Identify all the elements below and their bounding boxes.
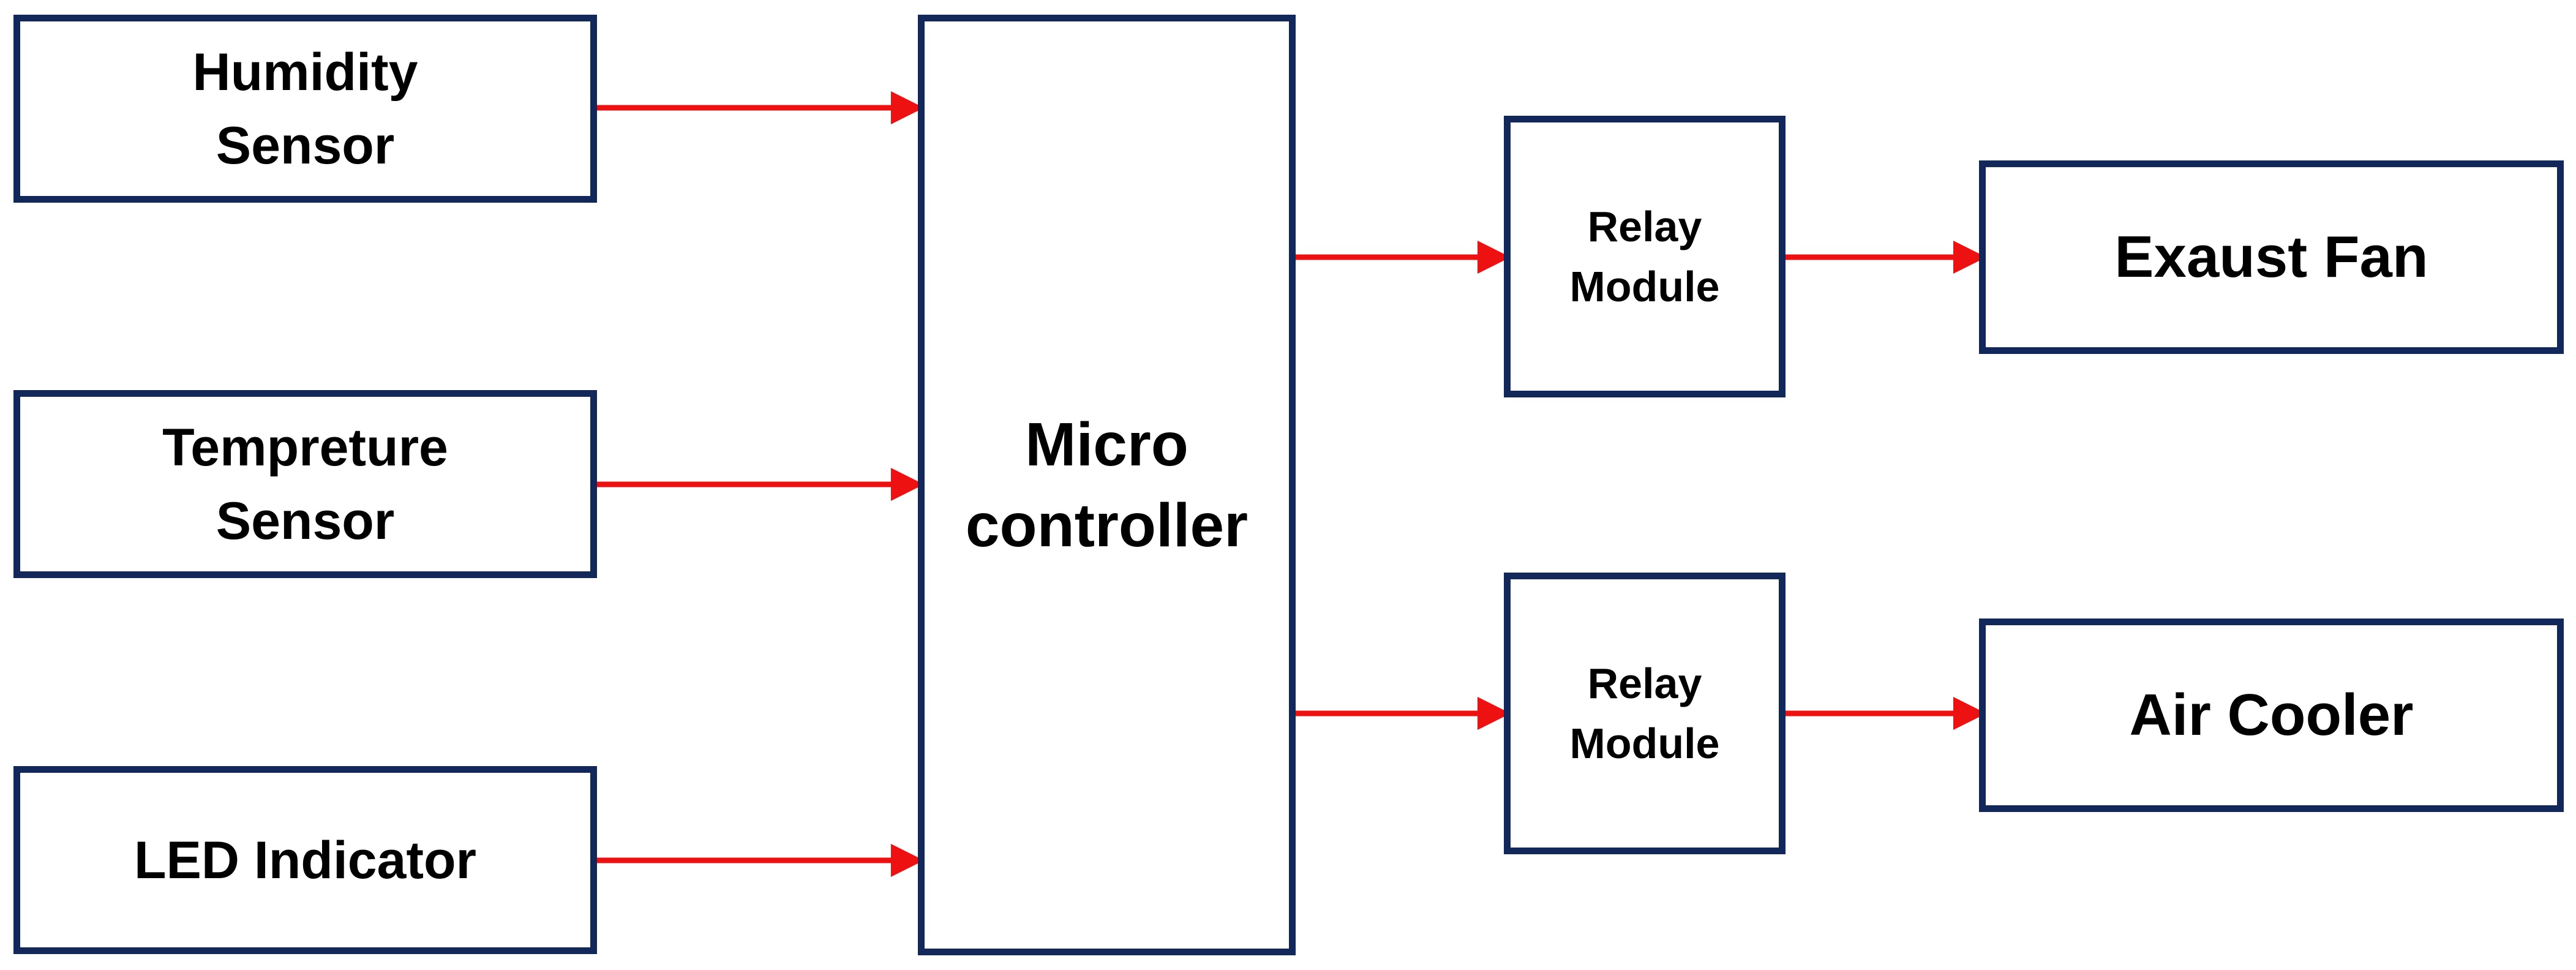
air-cooler-block: Air Cooler [1979, 618, 2564, 812]
relay-module-2-block: Relay Module [1504, 573, 1786, 854]
temperature-sensor-label-line-2: Sensor [216, 491, 395, 551]
exhaust-fan-block: Exaust Fan [1979, 160, 2564, 354]
relay-module-1-label-line-2: Module [1569, 263, 1720, 310]
led-indicator-label: LED Indicator [133, 830, 477, 890]
temperature-sensor-block: Tempreture Sensor [13, 390, 597, 578]
relay-module-1-block: Relay Module [1504, 116, 1786, 397]
air-cooler-label: Air Cooler [2129, 682, 2414, 748]
exhaust-fan-label: Exaust Fan [2114, 224, 2428, 290]
temperature-sensor-label-line-1: Tempreture [162, 418, 448, 477]
humidity-sensor-label-line-2: Sensor [216, 116, 395, 175]
microcontroller-block: Micro controller [918, 15, 1296, 955]
microcontroller-label-line-1: Micro [1025, 410, 1188, 479]
relay-module-2-label-line-2: Module [1569, 720, 1720, 767]
led-indicator-block: LED Indicator [13, 766, 597, 954]
microcontroller-label-line-2: controller [965, 491, 1249, 560]
relay-module-1-label-line-1: Relay [1587, 203, 1702, 250]
humidity-sensor-block: Humidity Sensor [13, 15, 597, 203]
humidity-sensor-label-line-1: Humidity [192, 42, 418, 102]
relay-module-2-label-line-1: Relay [1587, 660, 1702, 707]
